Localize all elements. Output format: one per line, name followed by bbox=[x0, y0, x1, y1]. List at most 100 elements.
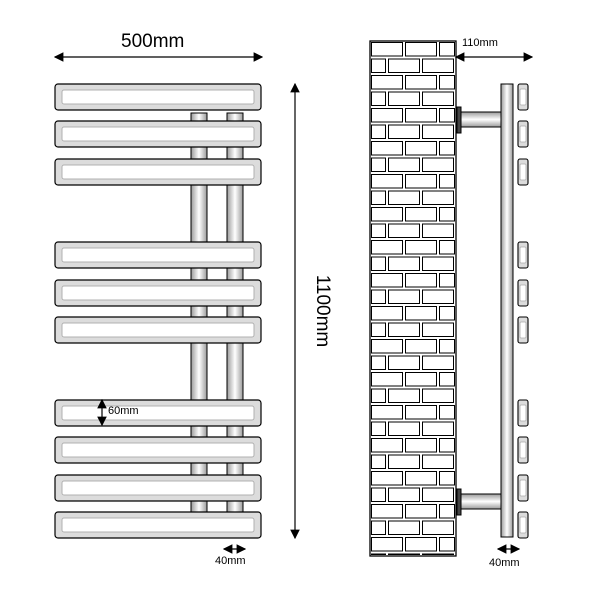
bar-spacing-label: 40mm bbox=[215, 555, 246, 567]
brick bbox=[405, 438, 437, 453]
brick bbox=[422, 256, 454, 271]
brick bbox=[439, 174, 455, 189]
front-bar bbox=[54, 316, 262, 344]
brick bbox=[422, 520, 454, 535]
brick bbox=[388, 124, 420, 139]
brick bbox=[439, 372, 455, 387]
brick bbox=[371, 42, 403, 57]
brick bbox=[439, 537, 455, 552]
brick bbox=[371, 322, 386, 337]
brick bbox=[439, 75, 455, 90]
brick bbox=[439, 108, 455, 123]
brick bbox=[422, 58, 454, 73]
brick bbox=[371, 339, 403, 354]
brick bbox=[422, 421, 454, 436]
brick bbox=[371, 207, 403, 222]
brick bbox=[422, 454, 454, 469]
side-bar bbox=[517, 511, 529, 539]
brick bbox=[388, 256, 420, 271]
brick bbox=[371, 504, 403, 519]
brick bbox=[405, 273, 437, 288]
brick bbox=[422, 355, 454, 370]
bottom-bracket-plate bbox=[456, 488, 462, 516]
side-bar bbox=[517, 399, 529, 427]
wall-depth-label: 110mm bbox=[462, 37, 498, 49]
side-bar bbox=[517, 316, 529, 344]
front-bar bbox=[54, 241, 262, 269]
brick bbox=[371, 405, 403, 420]
brick bbox=[371, 58, 386, 73]
side-depth-label: 40mm bbox=[489, 557, 520, 569]
brick bbox=[371, 537, 403, 552]
brick bbox=[405, 537, 437, 552]
side-bar bbox=[517, 83, 529, 111]
brick bbox=[371, 306, 403, 321]
brick bbox=[371, 421, 386, 436]
brick bbox=[371, 174, 403, 189]
brick bbox=[371, 240, 403, 255]
brick bbox=[405, 372, 437, 387]
brick bbox=[371, 289, 386, 304]
front-bar bbox=[54, 511, 262, 539]
brick bbox=[388, 91, 420, 106]
side-pipe bbox=[500, 83, 514, 538]
front-view bbox=[54, 83, 262, 539]
side-bars bbox=[517, 83, 529, 539]
brick bbox=[439, 339, 455, 354]
brick bbox=[371, 157, 386, 172]
brick bbox=[388, 421, 420, 436]
front-bar bbox=[54, 83, 262, 111]
brick bbox=[439, 471, 455, 486]
brick bbox=[439, 438, 455, 453]
brick bbox=[371, 190, 386, 205]
brick bbox=[405, 405, 437, 420]
side-bar bbox=[517, 120, 529, 148]
brick bbox=[371, 141, 403, 156]
bar-height-label: 60mm bbox=[108, 405, 139, 417]
side-bar bbox=[517, 158, 529, 186]
brick bbox=[405, 240, 437, 255]
brick bbox=[371, 471, 403, 486]
brick bbox=[422, 487, 454, 502]
brick bbox=[371, 520, 386, 535]
brick bbox=[371, 256, 386, 271]
brick bbox=[388, 355, 420, 370]
brick bbox=[439, 273, 455, 288]
brick bbox=[371, 91, 386, 106]
brick bbox=[371, 487, 386, 502]
brick bbox=[405, 75, 437, 90]
front-bar bbox=[54, 399, 262, 427]
brick bbox=[405, 504, 437, 519]
brick bbox=[439, 42, 455, 57]
brick bbox=[371, 388, 386, 403]
height-label-wrap: 1100mm bbox=[282, 275, 362, 348]
brick bbox=[439, 141, 455, 156]
brick bbox=[388, 58, 420, 73]
side-bar bbox=[517, 241, 529, 269]
brick bbox=[388, 388, 420, 403]
brick bbox=[422, 322, 454, 337]
brick bbox=[422, 190, 454, 205]
brick bbox=[405, 141, 437, 156]
brick bbox=[422, 289, 454, 304]
height-label: 1100mm bbox=[312, 274, 333, 348]
brick bbox=[405, 42, 437, 57]
brick bbox=[422, 157, 454, 172]
brick bbox=[405, 471, 437, 486]
front-bar bbox=[54, 279, 262, 307]
brick bbox=[371, 273, 403, 288]
brick bbox=[405, 339, 437, 354]
front-bars bbox=[54, 83, 262, 539]
bottom-bracket-arm bbox=[460, 493, 502, 510]
width-label: 500mm bbox=[121, 31, 185, 52]
brick bbox=[422, 388, 454, 403]
side-bar bbox=[517, 474, 529, 502]
front-bar bbox=[54, 436, 262, 464]
brick bbox=[371, 355, 386, 370]
front-bar bbox=[54, 120, 262, 148]
brick bbox=[422, 124, 454, 139]
side-bar bbox=[517, 279, 529, 307]
brick bbox=[422, 553, 454, 555]
brick bbox=[371, 553, 386, 555]
